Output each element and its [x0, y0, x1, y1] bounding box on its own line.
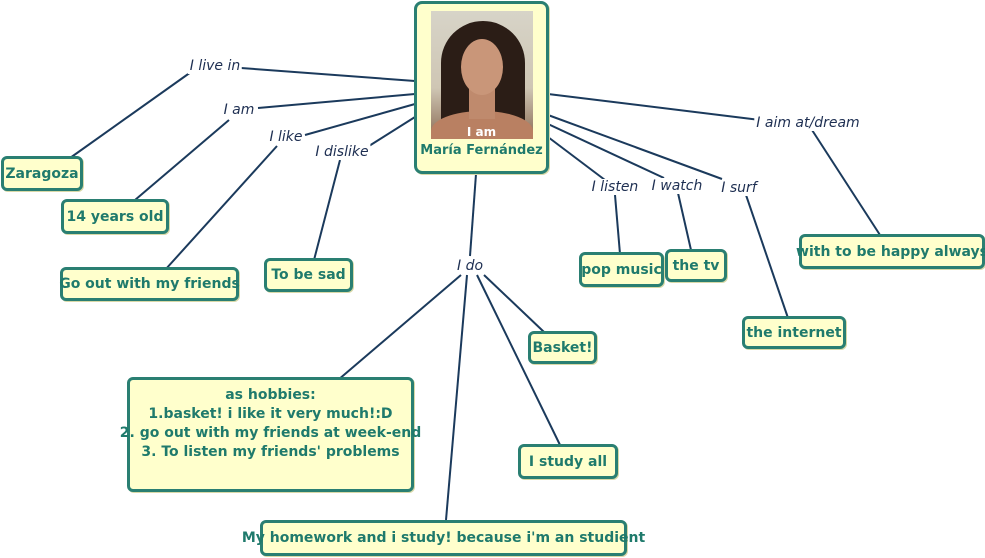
node-basket[interactable]: Basket!	[528, 331, 597, 364]
photo-caption: I am	[466, 125, 497, 139]
link-label-do: I do	[454, 258, 486, 274]
node-go-out-friends[interactable]: Go out with my friends	[59, 267, 240, 301]
center-name: María Fernández	[420, 143, 543, 158]
node-zaragoza[interactable]: Zaragoza	[1, 156, 83, 191]
link-label-like: I like	[267, 129, 305, 145]
link-label-listen: I listen	[589, 179, 641, 195]
node-homework[interactable]: My homework and i study! because i'm an …	[242, 520, 645, 556]
hobbies-line-1: 1.basket! i like it very much!:D	[148, 406, 393, 422]
hobbies-line-2: 2. go out with my friends at week-end	[119, 425, 422, 441]
node-happy-always[interactable]: with to be happy always	[796, 234, 985, 269]
link-label-i-am: I am	[221, 102, 257, 118]
center-node[interactable]: I am María Fernández	[414, 1, 549, 174]
hobbies-title: as hobbies:	[225, 387, 316, 403]
hobbies-line-3: 3. To listen my friends' problems	[141, 444, 400, 460]
node-the-tv[interactable]: the tv	[665, 249, 727, 282]
node-the-internet[interactable]: the internet	[742, 316, 846, 349]
portrait-photo-icon: I am	[430, 11, 533, 139]
link-label-dislike: I dislike	[313, 144, 371, 160]
link-label-live-in: I live in	[187, 58, 243, 74]
node-age[interactable]: 14 years old	[61, 199, 169, 234]
node-to-be-sad[interactable]: To be sad	[264, 258, 353, 292]
link-label-surf: I surf	[719, 180, 759, 196]
link-label-aim: I aim at/dream	[754, 115, 862, 131]
node-pop-music[interactable]: pop music	[579, 252, 664, 287]
node-study-all[interactable]: I study all	[518, 444, 618, 479]
link-label-watch: I watch	[649, 178, 705, 194]
node-hobbies[interactable]: as hobbies: 1.basket! i like it very muc…	[120, 377, 421, 492]
